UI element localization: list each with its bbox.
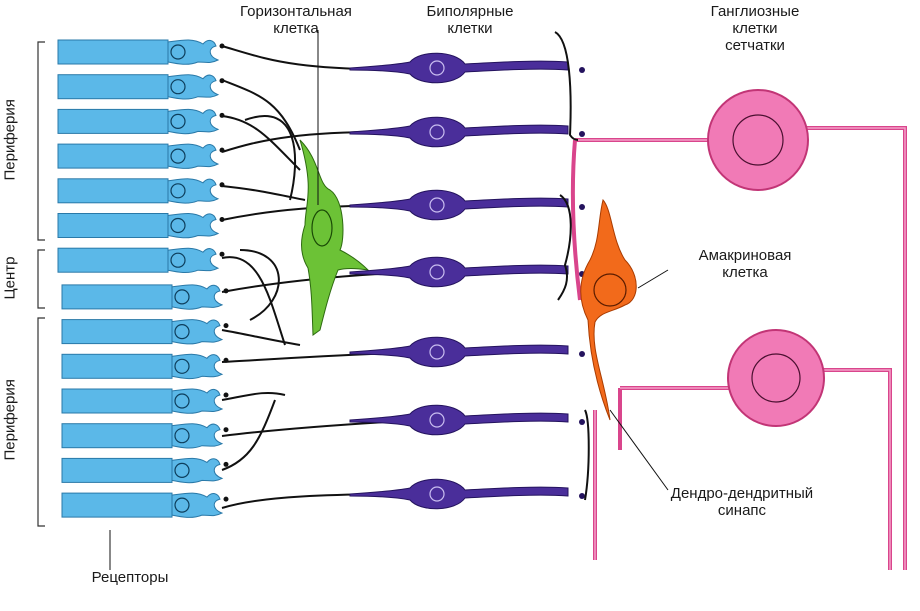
horizontal-label-line1: Горизонтальная bbox=[240, 3, 352, 20]
receptor-cell bbox=[61, 423, 229, 449]
horizontal-cell bbox=[299, 30, 370, 336]
ganglion-cells-label: Ганглиозные клетки сетчатки bbox=[680, 3, 830, 54]
bipolar-cells-label: Биполярные клетки bbox=[400, 3, 540, 37]
receptor-cell bbox=[61, 284, 229, 310]
receptor-cell bbox=[57, 213, 225, 239]
amacrine-label-line2: клетка bbox=[722, 264, 768, 281]
horizontal-cell-label: Горизонтальная клетка bbox=[212, 3, 380, 37]
receptor-cell bbox=[57, 74, 225, 100]
amacrine-cell-label: Амакриновая клетка bbox=[670, 247, 820, 281]
ganglion-cell-top bbox=[707, 89, 809, 191]
receptor-cell bbox=[57, 39, 225, 65]
synapse-label: Дендро-дендритный синапс bbox=[632, 485, 852, 519]
receptors-label: Рецепторы bbox=[60, 569, 200, 586]
amacrine-label-line1: Амакриновая bbox=[698, 247, 792, 264]
bipolar-cell bbox=[349, 52, 585, 84]
periphery-top-label: Периферия bbox=[1, 99, 19, 181]
bipolar-cell bbox=[349, 336, 585, 368]
ganglion-network-inner bbox=[575, 127, 906, 570]
horizontal-label-line2: клетка bbox=[273, 20, 319, 37]
bipolar-cell bbox=[349, 116, 585, 148]
bipolar-cell bbox=[349, 189, 585, 221]
receptor-cell bbox=[57, 178, 225, 204]
receptor-cell bbox=[61, 492, 229, 518]
synapse-label-line1: Дендро-дендритный bbox=[670, 485, 814, 502]
receptor-cell bbox=[57, 108, 225, 135]
bracket-periphery-top bbox=[37, 41, 45, 241]
receptors-label-text: Рецепторы bbox=[91, 569, 169, 586]
synapse-label-line2: синапс bbox=[717, 502, 767, 519]
periphery-bottom-label: Периферия bbox=[1, 379, 19, 461]
bipolar-cell bbox=[349, 256, 585, 288]
bipolar-terminals bbox=[554, 31, 590, 501]
receptor-cell bbox=[57, 143, 225, 169]
receptor-cell bbox=[57, 247, 225, 273]
bracket-center bbox=[37, 249, 45, 309]
ganglion-label-line1: Ганглиозные bbox=[710, 3, 800, 20]
bipolar-label-line1: Биполярные bbox=[426, 3, 514, 20]
synapse-pointer bbox=[609, 409, 669, 491]
ganglion-label-line3: сетчатки bbox=[725, 37, 785, 54]
bipolar-cell bbox=[349, 404, 585, 436]
receptor-cell bbox=[61, 388, 229, 414]
receptor-cell bbox=[61, 353, 229, 380]
bipolar-cell-group bbox=[349, 52, 585, 510]
amacrine-cell bbox=[580, 198, 669, 421]
bipolar-label-line2: клетки bbox=[447, 20, 493, 37]
receptor-cell bbox=[61, 319, 229, 345]
center-label: Центр bbox=[1, 256, 19, 300]
receptor-group bbox=[57, 39, 229, 518]
ganglion-cell-bottom bbox=[727, 329, 825, 427]
bipolar-cell bbox=[349, 478, 585, 510]
receptor-cell bbox=[61, 457, 229, 484]
bracket-periphery-bottom bbox=[37, 317, 45, 527]
ganglion-label-line2: клетки bbox=[732, 20, 778, 37]
